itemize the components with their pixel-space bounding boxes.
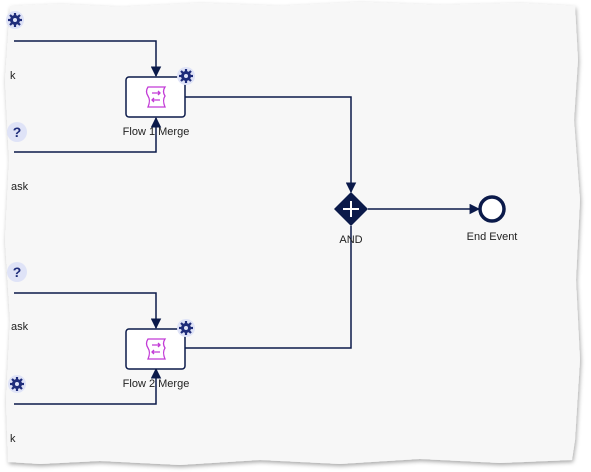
left-task-1[interactable]: k [6,11,24,82]
end-event-circle [478,195,506,223]
badge [7,122,27,142]
connector-task2-merge1[interactable] [14,116,162,153]
left-task-1-label: k [10,70,16,82]
connector-merge1-gateway[interactable] [185,96,357,194]
gear-icon [179,321,193,335]
left-task-2[interactable]: ? ask [7,122,29,193]
script-icon [145,338,167,360]
script-icon [145,86,167,108]
badge [7,262,27,282]
task-flow-1-merge-label: Flow 1 Merge [123,126,190,138]
gear-icon [10,377,24,391]
plus-icon [343,201,359,217]
task-box [125,328,186,370]
connector-task4-merge2[interactable] [14,367,162,405]
gateway-and[interactable]: AND [334,192,368,246]
connector-merge2-gateway[interactable] [185,226,352,349]
end-event[interactable]: End Event [467,195,518,243]
connector-task1-merge1[interactable] [14,40,162,78]
task-box [125,76,186,118]
connectors [14,40,481,405]
gear-icon [179,69,193,83]
left-task-4[interactable]: k [8,375,26,445]
task-flow-2-merge[interactable]: Flow 2 Merge [123,319,195,390]
gateway-and-label: AND [339,234,362,246]
gear-icon [8,13,22,27]
left-task-3-label: ask [11,321,29,333]
end-event-label: End Event [467,231,518,243]
left-task-3[interactable]: ? ask [7,262,29,333]
question-icon: ? [13,124,22,140]
task-flow-2-merge-label: Flow 2 Merge [123,378,190,390]
left-task-4-label: k [10,433,16,445]
task-flow-1-merge[interactable]: Flow 1 Merge [123,67,195,138]
left-task-2-label: ask [11,181,29,193]
connector-task3-merge2[interactable] [14,292,162,330]
question-icon: ? [13,264,22,280]
